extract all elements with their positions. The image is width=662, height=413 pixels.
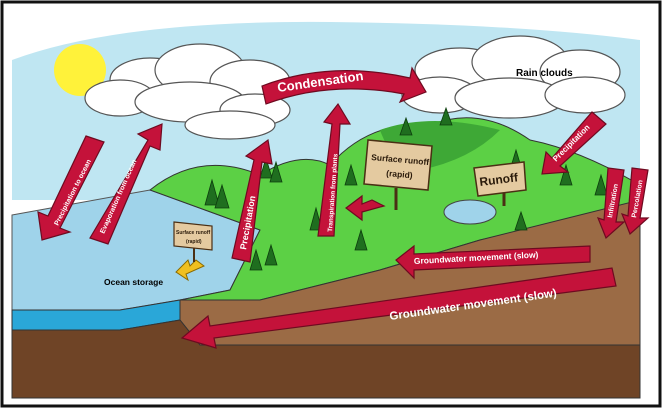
- precipitation-right-arrow: [541, 111, 607, 175]
- surface-runoff-sign: Surface runoff (rapid): [363, 139, 433, 210]
- rain-clouds-label: Rain clouds: [516, 68, 573, 79]
- groundwater-lower-arrow: [180, 267, 617, 349]
- surface-runoff-arrow: [345, 194, 386, 222]
- sun: [54, 44, 106, 96]
- surface-runoff-small-line1: Surface runoff: [176, 230, 211, 236]
- cloud-right: [401, 35, 626, 119]
- transpiration-arrow: [317, 102, 352, 237]
- lake: [443, 199, 497, 225]
- precipitation-left-arrow: [231, 138, 273, 263]
- condensation-arrow: [261, 66, 427, 105]
- surface-runoff-sign-line2: (rapid): [386, 168, 413, 180]
- evaporation-arrow: [89, 123, 163, 245]
- ocean-storage-label: Ocean storage: [104, 277, 163, 287]
- small-runoff-arrow: [175, 259, 205, 282]
- surface-runoff-small-line2: (rapid): [186, 239, 202, 245]
- surface-runoff-small-sign: Surface runoff (rapid): [173, 221, 213, 262]
- infiltration-arrow: [596, 167, 626, 240]
- precipitation-to-ocean-arrow: [37, 135, 105, 241]
- runoff-sign-label: Runoff: [479, 170, 520, 189]
- soil-front: [11, 319, 641, 399]
- runoff-sign: Runoff: [473, 161, 527, 206]
- cloud-left: [84, 43, 291, 140]
- percolation-arrow: [620, 167, 650, 236]
- groundwater-upper-arrow: [395, 244, 591, 280]
